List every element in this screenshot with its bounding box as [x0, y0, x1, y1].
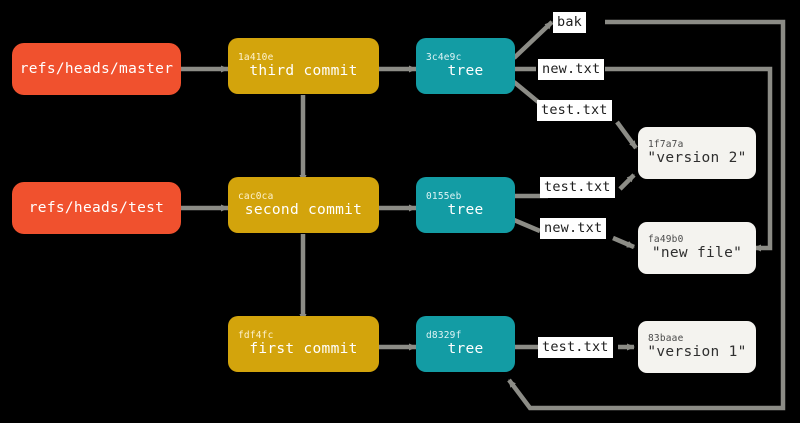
- edge-newtxt-mid-to-blob: [612, 235, 635, 250]
- blob-83baae-hash: 83baae: [648, 333, 684, 344]
- edge-label-testtxt-top: test.txt: [537, 100, 612, 121]
- edge-bak-route: [507, 19, 786, 411]
- commit-second-hash: cac0ca: [238, 191, 274, 202]
- blob-1f7a7a-hash: 1f7a7a: [648, 139, 684, 150]
- edge-tree0155eb-newtxt: [513, 217, 541, 234]
- edge-label-newtxt-mid: new.txt: [540, 218, 607, 239]
- commit-second-label: second commit: [244, 202, 363, 218]
- blob-fa49b0-hash: fa49b0: [648, 234, 684, 245]
- commit-third-hash: 1a410e: [238, 52, 274, 63]
- node-commit-second[interactable]: cac0ca second commit: [228, 177, 379, 233]
- commit-third-label: third commit: [249, 63, 358, 79]
- tree-0155eb-hash: 0155eb: [426, 191, 462, 202]
- ref-master-label: refs/heads/master: [19, 60, 174, 77]
- edge-label-testtxt-bot: test.txt: [538, 337, 613, 358]
- node-commit-first[interactable]: fdf4fc first commit: [228, 316, 379, 372]
- tree-3c4e9c-hash: 3c4e9c: [426, 52, 462, 63]
- node-tree-0155eb[interactable]: 0155eb tree: [416, 177, 515, 233]
- node-blob-1f7a7a[interactable]: 1f7a7a "version 2": [638, 127, 756, 179]
- node-tree-d8329f[interactable]: d8329f tree: [416, 316, 515, 372]
- edge-label-testtxt-mid: test.txt: [540, 177, 615, 198]
- node-blob-83baae[interactable]: 83baae "version 1": [638, 321, 756, 373]
- edge-label-bak: bak: [553, 12, 586, 33]
- node-blob-fa49b0[interactable]: fa49b0 "new file": [638, 222, 756, 274]
- node-ref-master[interactable]: refs/heads/master: [12, 43, 181, 95]
- blob-fa49b0-label: "new file": [651, 245, 743, 261]
- node-tree-3c4e9c[interactable]: 3c4e9c tree: [416, 38, 515, 94]
- node-ref-test[interactable]: refs/heads/test: [12, 182, 181, 234]
- ref-test-label: refs/heads/test: [28, 199, 165, 216]
- blob-1f7a7a-label: "version 2": [647, 150, 747, 166]
- tree-d8329f-hash: d8329f: [426, 330, 462, 341]
- commit-first-label: first commit: [249, 341, 358, 357]
- tree-3c4e9c-label: tree: [447, 63, 484, 79]
- tree-0155eb-label: tree: [447, 202, 484, 218]
- commit-first-hash: fdf4fc: [238, 330, 274, 341]
- node-commit-third[interactable]: 1a410e third commit: [228, 38, 379, 94]
- edge-testtxt-mid-to-blob: [618, 173, 636, 191]
- blob-83baae-label: "version 1": [647, 344, 747, 360]
- tree-d8329f-label: tree: [447, 341, 484, 357]
- edge-testtxt-top-to-blob: [615, 120, 638, 150]
- edge-newtxt-top-route: [605, 66, 773, 252]
- edge-tree3c4e9c-bak: [512, 20, 554, 60]
- edge-label-newtxt-top: new.txt: [538, 59, 605, 80]
